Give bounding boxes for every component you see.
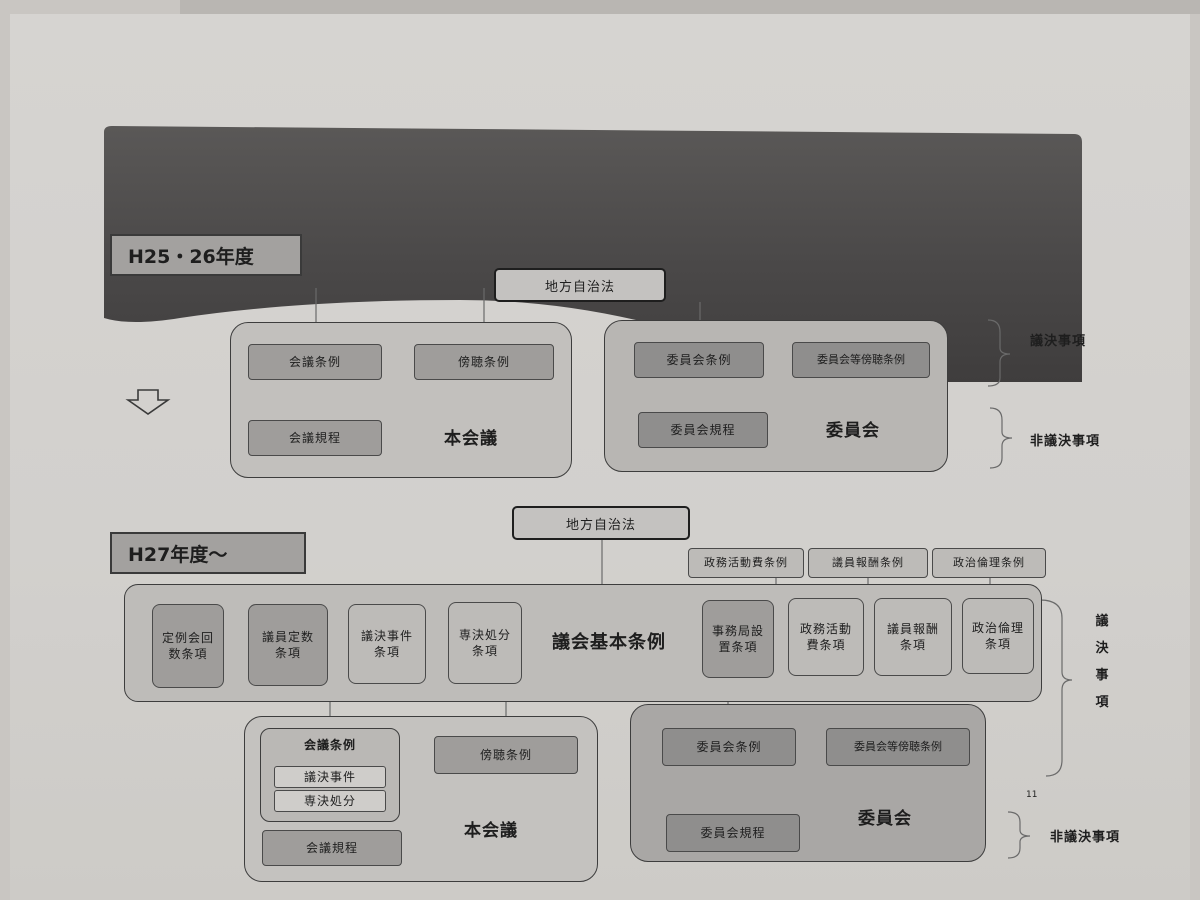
vertical-char: 項	[1095, 695, 1109, 710]
plenary-rules-box: 会議規程	[248, 420, 382, 456]
committee-hearing-box-2: 委員会等傍聴条例	[826, 728, 970, 766]
box-text: 議決事件	[303, 769, 356, 784]
law-text: 地方自治法	[544, 279, 615, 295]
sub-item-legislative: 議決事件	[274, 766, 386, 788]
down-arrow-icon	[125, 389, 171, 415]
box-text: 委員会等傍聴条例	[854, 739, 942, 753]
committee-rules-box-2: 委員会規程	[666, 814, 800, 852]
local-autonomy-law-box: 地方自治法	[494, 268, 666, 302]
box-text: 委員会規程	[670, 422, 736, 437]
plenary-rules-box-2: 会議規程	[262, 830, 402, 866]
legislative-matters-label: 議決事項	[1030, 334, 1087, 349]
law-text: 地方自治法	[565, 517, 636, 533]
box-text: 傍聴条例	[457, 354, 510, 369]
clause-line: 議員報酬	[886, 621, 939, 636]
box-text: 会議規程	[305, 840, 358, 855]
clause-line: 定例会回	[161, 630, 214, 645]
hearing-ordinance-box: 傍聴条例	[414, 344, 554, 380]
year-label-h27: H27年度〜	[110, 532, 306, 574]
clause-line: 条項	[899, 638, 926, 652]
clause-line: 政務活動	[799, 621, 852, 636]
box-text: 政治倫理条例	[953, 555, 1025, 569]
box-text: 専決処分	[303, 793, 356, 808]
box-text: 会議規程	[288, 430, 341, 445]
clause-line: 条項	[274, 646, 301, 660]
sub-item-special-disposal: 専決処分	[274, 790, 386, 812]
year-label-h25-26: H25・26年度	[110, 234, 302, 276]
clause-line: 条項	[471, 644, 498, 658]
clause-line: 事務局設	[711, 623, 764, 638]
vertical-char: 議	[1095, 614, 1109, 629]
committee-ordinance-box-2: 委員会条例	[662, 728, 796, 766]
year-label-text: H27年度〜	[128, 543, 228, 566]
clause-line: 政治倫理	[971, 620, 1024, 635]
box-text: 政務活動費条例	[704, 555, 788, 569]
box-text: 委員会条例	[666, 352, 732, 367]
clause-line: 専決処分	[458, 627, 511, 642]
committee-title: 委員会	[826, 421, 880, 441]
clause-box-1: 定例会回数条項	[152, 604, 224, 688]
clause-box-6: 政務活動費条項	[788, 598, 864, 676]
box-text: 傍聴条例	[479, 747, 532, 762]
committee-rules-box: 委員会規程	[638, 412, 768, 448]
page-edge-shadow	[180, 0, 1200, 14]
year-label-text: H25・26年度	[128, 245, 254, 268]
committee-hearing-box: 委員会等傍聴条例	[792, 342, 930, 378]
committee-title-2: 委員会	[858, 809, 912, 829]
clause-box-7: 議員報酬条項	[874, 598, 952, 676]
local-autonomy-law-box-2: 地方自治法	[512, 506, 690, 540]
clause-line: 議員定数	[261, 629, 314, 644]
legislative-matters-vertical-label: 議 決 事 項	[1094, 608, 1110, 716]
clause-line: 置条項	[718, 640, 758, 654]
plenary-ordinance-box: 会議条例	[248, 344, 382, 380]
clause-line: 数条項	[168, 647, 208, 661]
clause-line: 条項	[984, 637, 1011, 651]
clause-box-3: 議決事件条項	[348, 604, 426, 684]
hearing-ordinance-box-2: 傍聴条例	[434, 736, 578, 774]
plenary-ordinance-label: 会議条例	[303, 738, 356, 752]
clause-line: 議決事件	[360, 628, 413, 643]
plenary-title-2: 本会議	[464, 821, 518, 841]
upper-ordinance-ethics: 政治倫理条例	[932, 548, 1046, 578]
vertical-char: 事	[1095, 668, 1109, 683]
clause-box-2: 議員定数条項	[248, 604, 328, 686]
box-text: 議員報酬条例	[832, 555, 904, 569]
clause-box-5: 事務局設置条項	[702, 600, 774, 678]
box-text: 委員会条例	[696, 739, 762, 754]
upper-ordinance-pay: 議員報酬条例	[808, 548, 928, 578]
box-text: 委員会等傍聴条例	[817, 352, 905, 366]
clause-box-4: 専決処分条項	[448, 602, 522, 684]
committee-ordinance-box: 委員会条例	[634, 342, 764, 378]
box-text: 会議条例	[288, 354, 341, 369]
non-legislative-matters-label-2: 非議決事項	[1050, 830, 1121, 845]
vertical-char: 決	[1095, 641, 1109, 656]
clause-box-8: 政治倫理条項	[962, 598, 1034, 674]
upper-ordinance-activity: 政務活動費条例	[688, 548, 804, 578]
non-legislative-matters-label: 非議決事項	[1030, 434, 1101, 449]
page-number: 11	[1026, 790, 1038, 800]
basic-ordinance-title: 議会基本条例	[552, 632, 666, 653]
clause-line: 条項	[373, 645, 400, 659]
clause-line: 費条項	[806, 638, 846, 652]
plenary-title: 本会議	[444, 429, 498, 449]
box-text: 委員会規程	[700, 825, 766, 840]
